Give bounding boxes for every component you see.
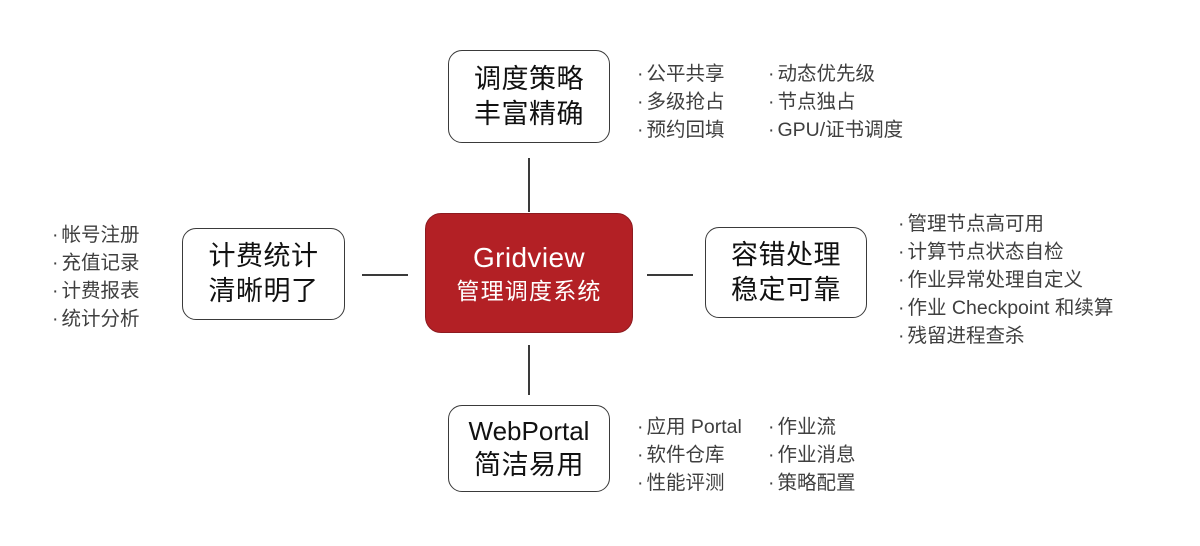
- bullet-item: 节点独占: [768, 88, 903, 116]
- bullet-column: 应用 Portal软件仓库性能评测: [637, 413, 768, 497]
- bullet-item: 策略配置: [768, 469, 856, 497]
- node-right-line-2: 稳定可靠: [731, 274, 841, 305]
- bullet-item: GPU/证书调度: [768, 116, 904, 144]
- bullet-item: 作业异常处理自定义: [898, 266, 1113, 294]
- node-billing-statistics[interactable]: 计费统计 清晰明了: [182, 228, 345, 320]
- bullet-column: 作业流作业消息策略配置: [768, 413, 856, 497]
- bullet-column: 公平共享多级抢占预约回填: [637, 60, 768, 144]
- node-bottom-line-1: WebPortal: [468, 415, 590, 446]
- node-right-line-1: 容错处理: [731, 239, 841, 270]
- connector-center-to-right: [647, 274, 693, 276]
- node-gridview-center[interactable]: Gridview 管理调度系统: [425, 213, 633, 333]
- bullet-item: 多级抢占: [637, 88, 768, 116]
- bullet-list-fault-tolerance: 管理节点高可用计算节点状态自检作业异常处理自定义作业 Checkpoint 和续…: [898, 210, 1114, 350]
- bullet-item: 计算节点状态自检: [898, 238, 1113, 266]
- bullet-column: 管理节点高可用计算节点状态自检作业异常处理自定义作业 Checkpoint 和续…: [898, 210, 1114, 350]
- bullet-column: 帐号注册充值记录计费报表统计分析: [52, 221, 140, 333]
- bullet-item: 统计分析: [52, 305, 140, 333]
- connector-center-to-top: [528, 158, 530, 212]
- bullet-item: 软件仓库: [637, 441, 768, 469]
- bullet-item: 充值记录: [52, 249, 140, 277]
- bullet-item: 动态优先级: [768, 60, 903, 88]
- bullet-item: 管理节点高可用: [898, 210, 1113, 238]
- connector-center-to-bottom: [528, 345, 530, 395]
- connector-center-to-left: [362, 274, 408, 276]
- node-bottom-line-2: 简洁易用: [474, 449, 584, 480]
- bullet-item: 计费报表: [52, 277, 140, 305]
- bullet-item: 作业 Checkpoint 和续算: [898, 294, 1114, 322]
- bullet-item: 公平共享: [637, 60, 768, 88]
- node-webportal[interactable]: WebPortal 简洁易用: [448, 405, 610, 492]
- bullet-item: 作业流: [768, 413, 856, 441]
- node-center-title-cn: 管理调度系统: [456, 277, 602, 304]
- bullet-item: 帐号注册: [52, 221, 140, 249]
- bullet-list-billing-statistics: 帐号注册充值记录计费报表统计分析: [52, 221, 140, 333]
- bullet-item: 性能评测: [637, 469, 768, 497]
- bullet-list-webportal: 应用 Portal软件仓库性能评测作业流作业消息策略配置: [637, 413, 856, 497]
- bullet-item: 作业消息: [768, 441, 856, 469]
- node-left-line-2: 清晰明了: [208, 276, 319, 306]
- bullet-item: 应用 Portal: [637, 413, 768, 441]
- bullet-column: 动态优先级节点独占GPU/证书调度: [768, 60, 904, 144]
- node-top-line-2: 丰富精确: [474, 98, 584, 129]
- node-fault-tolerance[interactable]: 容错处理 稳定可靠: [705, 227, 867, 318]
- node-top-line-1: 调度策略: [474, 63, 584, 94]
- node-left-line-1: 计费统计: [208, 241, 319, 272]
- bullet-item: 预约回填: [637, 116, 768, 144]
- node-center-title-en: Gridview: [472, 241, 586, 273]
- bullet-item: 残留进程查杀: [898, 322, 1113, 350]
- node-scheduling-policy[interactable]: 调度策略 丰富精确: [448, 50, 610, 143]
- bullet-list-scheduling-policy: 公平共享多级抢占预约回填动态优先级节点独占GPU/证书调度: [637, 60, 904, 144]
